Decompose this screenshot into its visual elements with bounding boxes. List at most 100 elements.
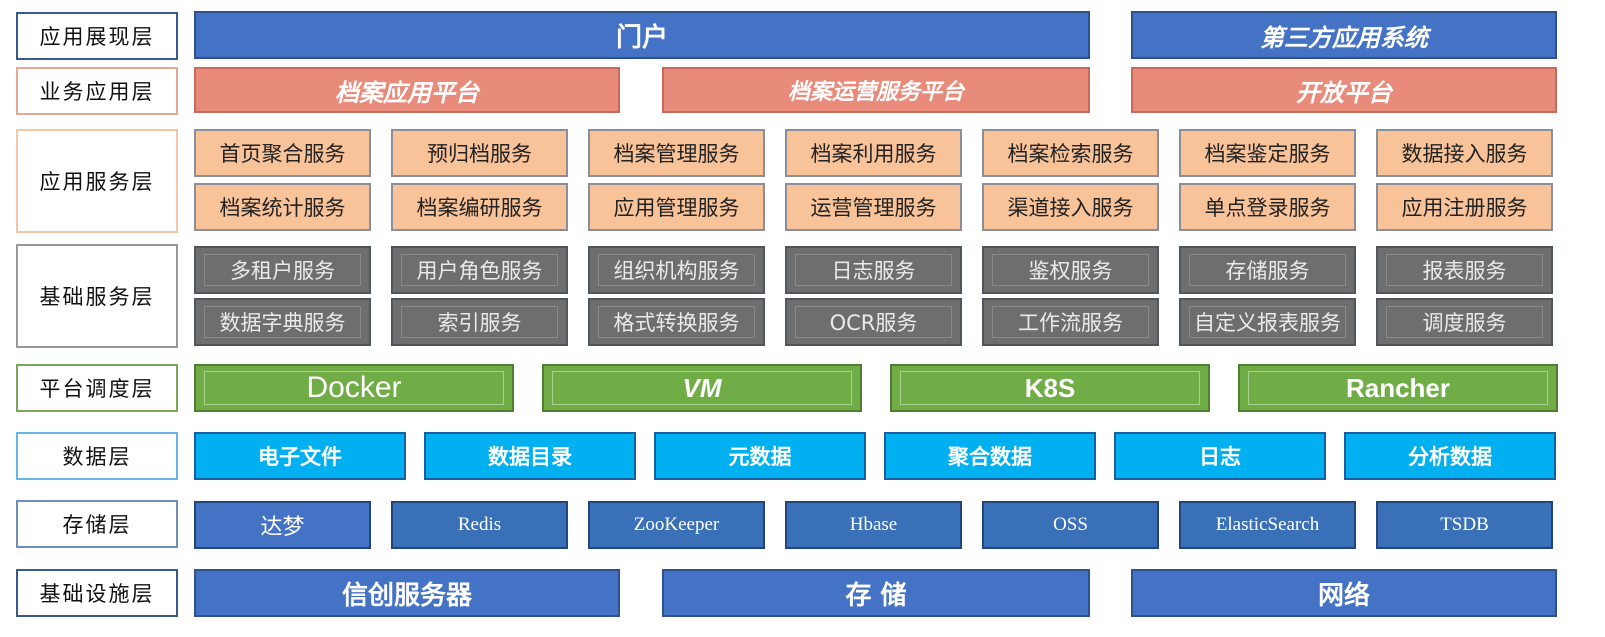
storage-infra-box: 存 储	[662, 569, 1090, 617]
network-label: 网络	[1317, 580, 1370, 611]
base-service-box: 鉴权服务	[982, 246, 1159, 294]
storage-item-box: Hbase	[785, 501, 962, 549]
base-service-box: 工作流服务	[982, 298, 1159, 346]
box-inner-frame	[900, 371, 1200, 405]
base-service-label: 自定义报表服务	[1194, 311, 1341, 335]
app-service-label: 档案统计服务	[219, 196, 346, 220]
data-item-box: 数据目录	[424, 432, 636, 480]
base-service-label: 索引服务	[437, 311, 522, 335]
archive-ops-platform-box: 档案运营服务平台	[662, 67, 1090, 113]
data-item-label: 日志	[1199, 444, 1241, 469]
app-service-label: 档案检索服务	[1007, 142, 1134, 166]
storage-item-box: TSDB	[1376, 501, 1553, 549]
box-inner-frame	[1386, 306, 1543, 338]
box-inner-frame	[1189, 306, 1346, 338]
app-service-label: 数据接入服务	[1401, 142, 1528, 166]
base-service-box: 组织机构服务	[588, 246, 765, 294]
layer-label-presentation: 应用展现层	[16, 12, 178, 60]
base-service-label: 数据字典服务	[219, 311, 346, 335]
box-inner-frame	[992, 254, 1149, 286]
third-party-apps-label: 第三方应用系统	[1260, 23, 1428, 52]
portal-box: 门户	[194, 11, 1090, 59]
box-inner-frame	[204, 306, 361, 338]
box-inner-frame	[992, 306, 1149, 338]
app-service-box: 渠道接入服务	[982, 183, 1159, 231]
base-service-label: 工作流服务	[1018, 311, 1123, 335]
layer-label-platform: 平台调度层	[16, 364, 178, 412]
storage-item-label: ZooKeeper	[633, 514, 720, 535]
app-service-label: 渠道接入服务	[1007, 196, 1134, 220]
app-service-box: 数据接入服务	[1376, 129, 1553, 177]
box-inner-frame	[1189, 254, 1346, 286]
app-service-box: 档案统计服务	[194, 183, 371, 231]
platform-label: K8S	[1024, 372, 1076, 403]
box-inner-frame	[795, 254, 952, 286]
box-inner-frame	[795, 306, 952, 338]
storage-item-label: Redis	[457, 514, 502, 535]
xinchuang-server-label: 信创服务器	[341, 580, 472, 611]
archive-app-platform-box: 档案应用平台	[194, 67, 620, 113]
storage-item-label: OSS	[1053, 514, 1088, 535]
network-box: 网络	[1131, 569, 1557, 617]
data-item-label: 分析数据	[1408, 444, 1492, 469]
app-service-box: 运营管理服务	[785, 183, 962, 231]
base-service-box: 报表服务	[1376, 246, 1553, 294]
box-inner-frame	[552, 371, 852, 405]
storage-item-box: OSS	[982, 501, 1159, 549]
app-service-box: 档案鉴定服务	[1179, 129, 1356, 177]
app-service-label: 档案鉴定服务	[1204, 142, 1331, 166]
app-service-label: 单点登录服务	[1204, 196, 1331, 220]
data-item-box: 元数据	[654, 432, 866, 480]
base-service-box: 存储服务	[1179, 246, 1356, 294]
app-service-box: 首页聚合服务	[194, 129, 371, 177]
box-inner-frame	[204, 371, 504, 405]
layer-label-data: 数据层	[16, 432, 178, 480]
data-item-box: 日志	[1114, 432, 1326, 480]
platform-label: Rancher	[1345, 372, 1451, 403]
base-service-box: 格式转换服务	[588, 298, 765, 346]
base-service-label: 组织机构服务	[613, 259, 740, 283]
box-inner-frame	[1248, 371, 1548, 405]
layer-label-business: 业务应用层	[16, 67, 178, 115]
storage-item-box: 达梦	[194, 501, 371, 549]
storage-item-box: ElasticSearch	[1179, 501, 1356, 549]
platform-box: VM	[542, 364, 862, 412]
platform-box: Rancher	[1238, 364, 1558, 412]
box-inner-frame	[401, 306, 558, 338]
storage-item-box: Redis	[391, 501, 568, 549]
archive-app-platform-label: 档案应用平台	[335, 78, 479, 107]
data-item-box: 电子文件	[194, 432, 406, 480]
app-service-label: 运营管理服务	[810, 196, 937, 220]
base-service-label: 调度服务	[1422, 311, 1507, 335]
base-service-label: 鉴权服务	[1028, 259, 1113, 283]
base-service-box: 索引服务	[391, 298, 568, 346]
base-service-label: 报表服务	[1422, 259, 1507, 283]
base-service-label: 用户角色服务	[416, 259, 543, 283]
data-item-box: 分析数据	[1344, 432, 1556, 480]
base-service-label: 日志服务	[831, 259, 916, 283]
box-inner-frame	[1386, 254, 1543, 286]
data-item-label: 电子文件	[258, 444, 342, 469]
platform-label: VM	[682, 372, 722, 403]
open-platform-box: 开放平台	[1131, 67, 1557, 113]
data-item-label: 数据目录	[488, 444, 572, 469]
app-service-label: 首页聚合服务	[219, 142, 346, 166]
data-item-label: 元数据	[728, 444, 792, 469]
app-service-label: 档案管理服务	[613, 142, 740, 166]
layer-label-base-services: 基础服务层	[16, 244, 178, 348]
base-service-box: 用户角色服务	[391, 246, 568, 294]
portal-label: 门户	[615, 22, 668, 53]
base-service-label: 存储服务	[1225, 259, 1310, 283]
box-inner-frame	[401, 254, 558, 286]
platform-box: K8S	[890, 364, 1210, 412]
box-inner-frame	[204, 254, 361, 286]
data-item-label: 聚合数据	[948, 444, 1032, 469]
storage-item-box: ZooKeeper	[588, 501, 765, 549]
box-inner-frame	[598, 306, 755, 338]
app-service-box: 应用注册服务	[1376, 183, 1553, 231]
app-service-label: 档案编研服务	[416, 196, 543, 220]
open-platform-label: 开放平台	[1296, 78, 1392, 107]
app-service-box: 档案编研服务	[391, 183, 568, 231]
storage-item-label: 达梦	[260, 515, 305, 540]
storage-item-label: Hbase	[849, 514, 898, 535]
